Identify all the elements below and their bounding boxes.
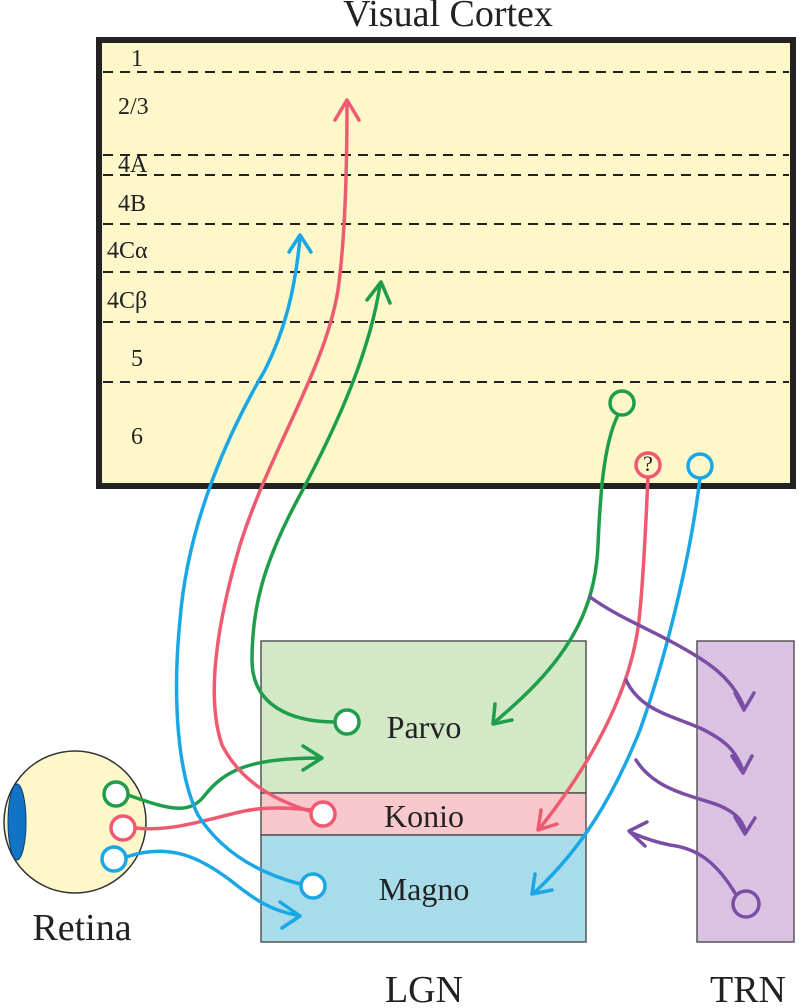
retina-to-magno-arrowhead — [278, 900, 302, 930]
pupil-icon — [7, 783, 27, 861]
retina-konio-neuron-icon — [109, 814, 137, 842]
lgn-title: LGN — [385, 969, 463, 1008]
unknown-layer6-marker: ? — [643, 451, 653, 476]
layer-label-2-3: 2/3 — [118, 94, 149, 120]
magno-label: Magno — [379, 871, 470, 907]
parvo-label: Parvo — [387, 709, 462, 745]
cortex-layer-dividers — [103, 71, 789, 383]
trn-to-lgn-path — [628, 830, 737, 895]
parvo-to-4cbeta-path — [250, 283, 382, 724]
magno-relay-neuron-icon — [299, 872, 327, 900]
konio-label: Konio — [384, 798, 464, 834]
collateral-to-trn-2-arrowhead — [730, 754, 754, 775]
magno-to-4calpha-arrowhead — [287, 233, 313, 254]
konio-to-layer23-path — [212, 101, 349, 814]
layer6-green-neuron-icon — [608, 389, 636, 417]
konio-relay-neuron-icon — [309, 800, 337, 828]
layer-label-4b: 4B — [118, 191, 146, 217]
parvo-to-4cbeta-arrowhead — [365, 280, 392, 305]
trn-neuron-icon — [731, 889, 761, 919]
layer6-to-magno-arrowhead — [530, 872, 554, 896]
layer-label-4c-alpha: 4Cα — [107, 238, 148, 264]
layer-label-1: 1 — [131, 46, 143, 72]
collateral-to-trn-2-path — [624, 678, 744, 770]
layer-label-6: 6 — [131, 424, 143, 450]
retina-to-parvo-arrowhead — [301, 744, 324, 772]
retina-magno-neuron-icon — [100, 845, 128, 873]
retina-parvo-neuron-icon — [102, 780, 130, 808]
retina-to-magno-path — [124, 849, 298, 917]
cortex-box — [96, 37, 796, 489]
layer6-blue-neuron-icon — [686, 452, 714, 480]
layer-label-5: 5 — [131, 346, 143, 372]
layer-label-4a: 4A — [118, 152, 148, 178]
cortex-title: Visual Cortex — [343, 0, 553, 35]
retina-to-parvo-path — [126, 756, 322, 810]
magno-to-4calpha-path — [174, 236, 302, 886]
retina-title: Retina — [32, 907, 131, 949]
layer6-to-parvo-arrowhead — [491, 702, 514, 726]
layer6-to-magno-feedback-path — [532, 476, 702, 895]
collateral-to-trn-3-arrowhead — [733, 815, 757, 836]
parvo-relay-neuron-icon — [333, 708, 361, 736]
collateral-to-trn-1-arrowhead — [733, 691, 756, 712]
trn-to-lgn-arrowhead — [627, 820, 649, 848]
layer6-red-neuron-icon — [634, 451, 662, 479]
layer-label-4c-beta: 4Cβ — [107, 288, 147, 314]
layer6-to-konio-arrowhead — [536, 808, 559, 832]
collateral-to-trn-3-path — [634, 758, 747, 832]
collateral-to-trn-1-path — [588, 595, 745, 707]
trn-title: TRN — [710, 969, 786, 1008]
lgn-parvo-region — [260, 640, 587, 794]
konio-to-layer23-arrowhead — [333, 98, 361, 122]
retina-to-konio-path — [134, 806, 314, 831]
